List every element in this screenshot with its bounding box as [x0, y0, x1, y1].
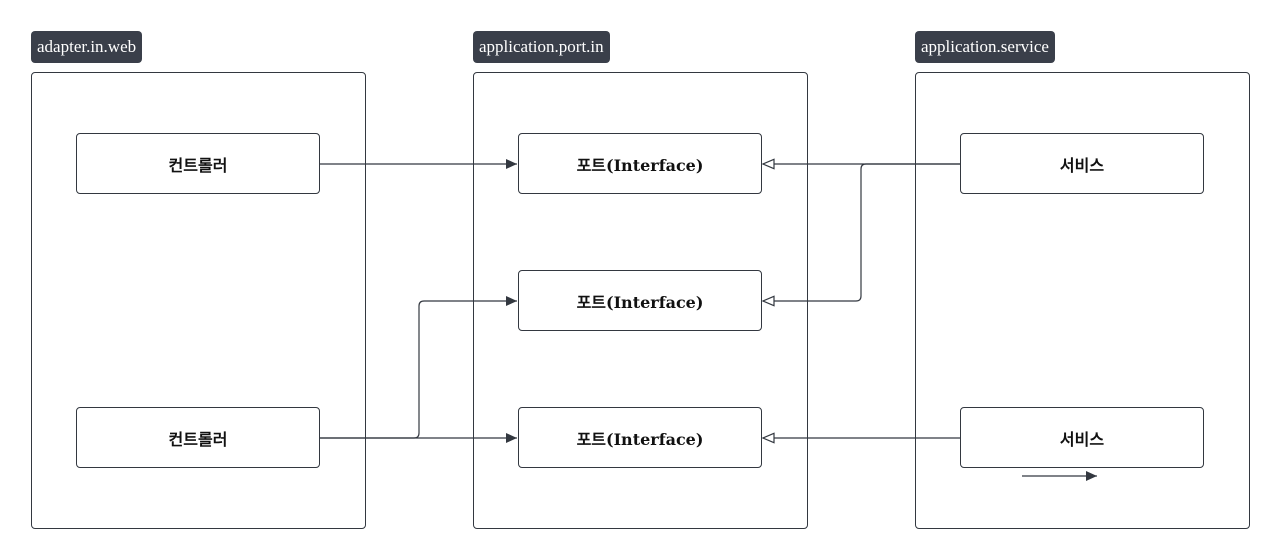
controller-node-2-label: 컨트롤러: [168, 429, 228, 449]
port-node-2-label: 포트(Interface): [576, 292, 704, 312]
service-node-2[interactable]: 서비스: [960, 407, 1204, 468]
controller-node-1[interactable]: 컨트롤러: [76, 133, 320, 194]
service-node-1-label: 서비스: [1059, 155, 1105, 175]
edge-service1-to-port2: [763, 163, 960, 301]
edge-controller2-to-port2: [320, 296, 517, 439]
port-node-1[interactable]: 포트(Interface): [518, 133, 762, 194]
port-node-3[interactable]: 포트(Interface): [518, 407, 762, 468]
port-node-2[interactable]: 포트(Interface): [518, 270, 762, 331]
port-node-1-label: 포트(Interface): [576, 155, 704, 175]
package-label-adapter-in-web: adapter.in.web: [31, 31, 143, 63]
port-node-3-label: 포트(Interface): [576, 429, 704, 449]
controller-node-2[interactable]: 컨트롤러: [76, 407, 320, 468]
controller-node-1-label: 컨트롤러: [168, 155, 228, 175]
package-label-application-port-in: application.port.in: [473, 31, 610, 63]
service-node-1[interactable]: 서비스: [960, 133, 1204, 194]
service-node-2-label: 서비스: [1059, 429, 1105, 449]
package-label-application-service: application.service: [915, 31, 1055, 63]
